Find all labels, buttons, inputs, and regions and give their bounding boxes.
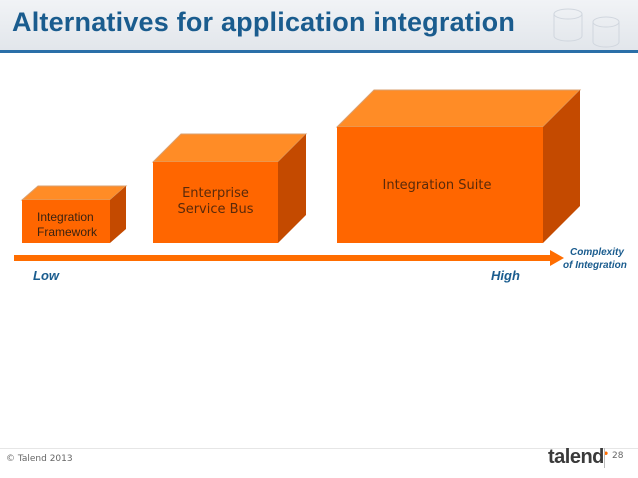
complexity-arrow: [14, 250, 564, 266]
box-1-top: [20, 185, 128, 201]
title-underline: [0, 50, 638, 53]
axis-title-line1: Complexity: [570, 247, 624, 258]
footer-divider: [0, 448, 638, 449]
slide-title: Alternatives for application integration: [12, 7, 516, 37]
page-number: 28: [612, 451, 624, 461]
box-3-top: [335, 89, 582, 128]
axis-high-label: High: [491, 268, 520, 283]
box-integration-suite: [335, 89, 582, 243]
box-enterprise-service-bus: [151, 133, 308, 243]
header-band: Alternatives for application integration: [0, 0, 638, 50]
box-integration-framework: [20, 185, 128, 243]
logo-text: talend: [548, 446, 604, 468]
box-label-integration-suite: Integration Suite: [382, 178, 492, 193]
talend-logo: talend•: [548, 446, 608, 469]
box-label-integration-framework: Integration Framework: [37, 210, 98, 239]
database-decoration-icon: [553, 8, 620, 48]
page-number-separator: [604, 448, 605, 468]
box-1-front: [22, 200, 110, 243]
footer-copyright: © Talend 2013: [6, 454, 73, 464]
box-3-side: [543, 90, 580, 243]
box-label-enterprise-service-bus: Enterprise Service Bus: [177, 186, 254, 218]
box-3-front: [337, 127, 543, 243]
box-2-side: [278, 134, 306, 243]
axis-title-line2: of Integration: [563, 260, 627, 271]
axis-low-label: Low: [33, 268, 59, 283]
logo-mark-icon: •: [603, 446, 608, 460]
box-2-front: [153, 162, 278, 243]
box-1-side: [110, 186, 126, 243]
